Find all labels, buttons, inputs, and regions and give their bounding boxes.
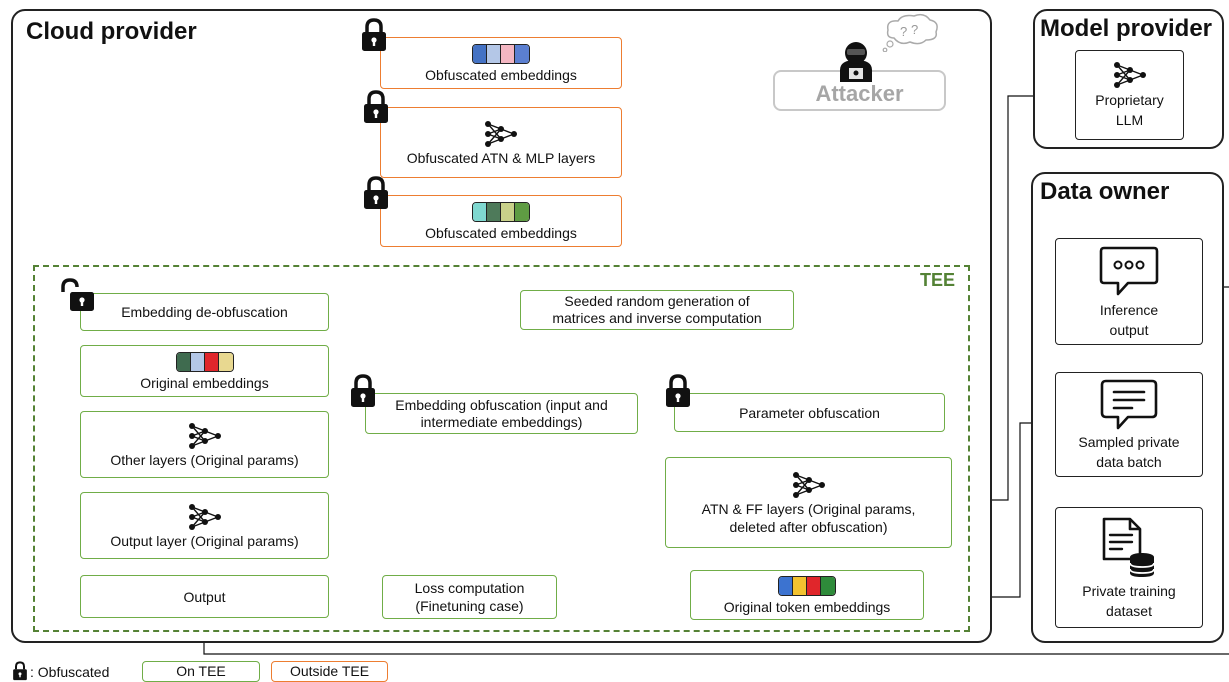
chat-bubble-icon — [1099, 246, 1159, 295]
tee-label: TEE — [920, 270, 956, 290]
svg-text:?: ? — [911, 22, 918, 37]
atn-ff-layers-box: ATN & FF layers (Original params, delete… — [665, 457, 952, 548]
lock-icon — [351, 374, 375, 407]
inference-output-line2: output — [1109, 321, 1149, 338]
embedding-vector-icon — [778, 575, 836, 596]
private-training-dataset-line2: dataset — [1106, 602, 1152, 619]
original-token-embeddings-box: Original token embeddings — [690, 570, 924, 620]
proprietary-llm-box: Proprietary LLM — [1075, 50, 1184, 140]
embedding-obfuscation-box: Embedding obfuscation (input and interme… — [365, 393, 638, 434]
neural-network-icon — [188, 422, 221, 449]
other-layers-label: Other layers (Original params) — [110, 451, 299, 468]
original-embeddings-label: Original embeddings — [140, 374, 269, 391]
hacker-icon — [840, 42, 872, 82]
obfuscated-embeddings-mid-label: Obfuscated embeddings — [425, 224, 577, 241]
document-icon — [1100, 379, 1158, 429]
output-box: Output — [80, 575, 329, 618]
legend-on-tee: On TEE — [142, 661, 260, 682]
parameter-obfuscation-box: Parameter obfuscation — [674, 393, 945, 432]
obfuscated-embeddings-top-box: Obfuscated embeddings — [380, 37, 622, 89]
sampled-private-batch-line1: Sampled private — [1078, 433, 1180, 450]
svg-text:?: ? — [900, 24, 907, 39]
inference-output-box: Inference output — [1055, 238, 1203, 345]
obfuscated-layers-label: Obfuscated ATN & MLP layers — [406, 149, 596, 166]
embedding-vector-icon — [472, 201, 530, 222]
embedding-vector-icon — [472, 43, 530, 64]
sampled-private-batch-box: Sampled private data batch — [1055, 372, 1203, 477]
private-training-dataset-line1: Private training — [1082, 582, 1176, 599]
thought-cloud-icon: ? ? — [882, 13, 938, 52]
dataset-icon — [1102, 517, 1155, 577]
loss-computation-box: Loss computation (Finetuning case) — [382, 575, 557, 619]
private-training-dataset-box: Private training dataset — [1055, 507, 1203, 628]
lock-icon — [362, 18, 386, 51]
tee-region — [33, 265, 970, 632]
parameter-obfuscation-label: Parameter obfuscation — [739, 404, 880, 421]
embedding-obfuscation-line2: intermediate embeddings) — [420, 413, 583, 430]
lock-icon — [364, 90, 388, 123]
sampled-private-batch-line2: data batch — [1096, 453, 1162, 470]
neural-network-icon — [792, 471, 825, 498]
proprietary-llm-line1: Proprietary — [1095, 92, 1164, 108]
output-layer-label: Output layer (Original params) — [110, 532, 299, 549]
lock-icon — [364, 176, 388, 209]
legend-outside-tee-label: Outside TEE — [289, 663, 370, 679]
loss-computation-line2: (Finetuning case) — [415, 598, 524, 614]
other-layers-box: Other layers (Original params) — [80, 411, 329, 478]
seeded-generation-line2: matrices and inverse computation — [552, 310, 762, 326]
inference-output-line1: Inference — [1099, 301, 1159, 318]
obfuscated-layers-box: Obfuscated ATN & MLP layers — [380, 107, 622, 178]
seeded-generation-box: Seeded random generation of matrices and… — [520, 290, 794, 330]
proprietary-llm-line2: LLM — [1115, 112, 1144, 128]
neural-network-icon — [188, 503, 221, 530]
cloud-provider-title: Cloud provider — [26, 18, 197, 45]
embedding-vector-icon — [175, 351, 234, 372]
unlock-icon — [61, 278, 94, 311]
original-token-embeddings-label: Original token embeddings — [723, 598, 891, 615]
original-embeddings-box: Original embeddings — [80, 345, 329, 397]
neural-network-icon — [485, 120, 517, 147]
output-layer-box: Output layer (Original params) — [80, 492, 329, 559]
model-provider-title: Model provider — [1040, 15, 1213, 42]
neural-network-icon — [1113, 62, 1146, 88]
embedding-deobfuscation-label: Embedding de-obfuscation — [121, 304, 288, 320]
legend-outside-tee: Outside TEE — [271, 661, 388, 682]
attacker-label: Attacker — [815, 80, 904, 106]
output-label: Output — [183, 588, 226, 605]
legend-obfuscated-label: : Obfuscated — [30, 664, 110, 680]
seeded-generation-line1: Seeded random generation of — [564, 293, 750, 309]
atn-ff-layers-line2: deleted after obfuscation) — [729, 518, 888, 535]
embedding-deobfuscation-box: Embedding de-obfuscation — [80, 293, 329, 331]
data-owner-title: Data owner — [1040, 178, 1170, 205]
legend-lock-icon — [13, 661, 27, 681]
atn-ff-layers-line1: ATN & FF layers (Original params, — [701, 500, 916, 517]
obfuscated-embeddings-mid-box: Obfuscated embeddings — [380, 195, 622, 247]
legend-on-tee-label: On TEE — [176, 663, 226, 679]
lock-icon — [666, 374, 690, 407]
obfuscated-embeddings-top-label: Obfuscated embeddings — [425, 66, 577, 83]
loss-computation-line1: Loss computation — [414, 580, 525, 596]
embedding-obfuscation-line1: Embedding obfuscation (input and — [395, 396, 608, 413]
